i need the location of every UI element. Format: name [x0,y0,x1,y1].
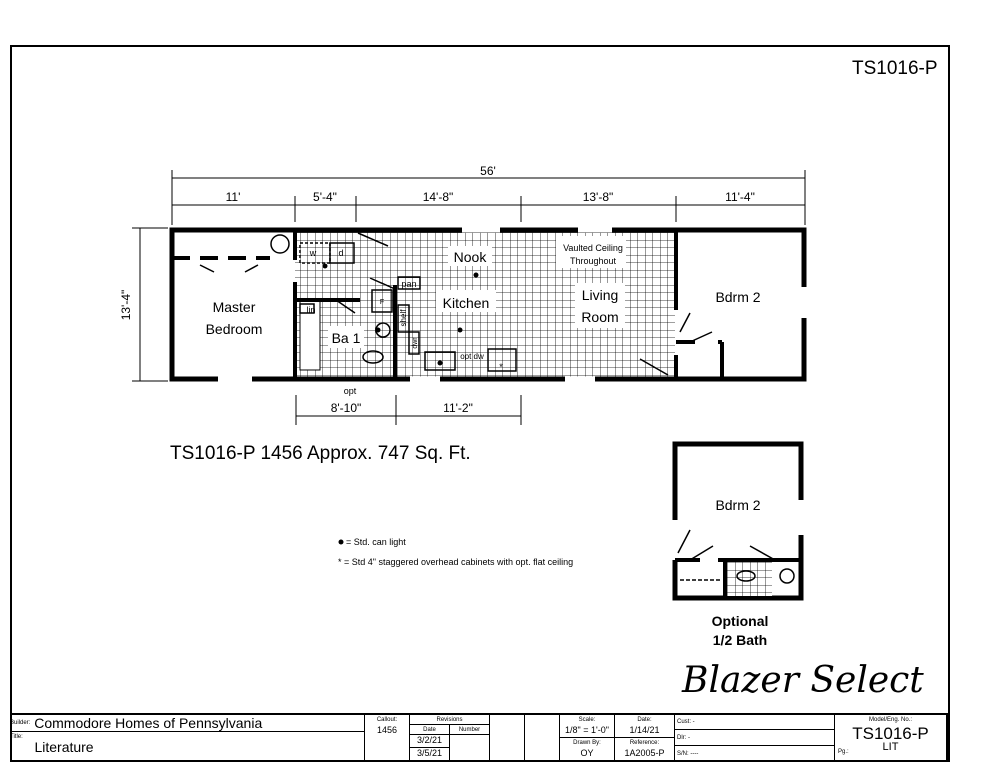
dim-bottom-1: 8'-10" [331,401,362,415]
builder-cell: Builder: Commodore Homes of Pennsylvania [10,715,365,732]
reference-cell: Reference: 1A2005-P [615,738,675,762]
dim-overall: 56' [480,164,496,178]
revisions-label: Revisions [410,715,490,725]
date-cell: Date: 1/14/21 [615,715,675,738]
dim-top-5: 11'-4" [725,190,755,204]
model-label: Model/Eng. No.: [868,717,913,723]
customer-field: Cust: - [675,715,835,730]
opt-window-label: opt [344,386,357,396]
shelf-label: shelf [399,309,408,327]
room-living-line1: Living [582,287,619,303]
model-number: TS1016-P [852,58,938,79]
date-label: Date: [637,717,652,723]
dim-bottom-2: 11'-2" [443,401,473,415]
model-value: TS1016-P [852,724,929,743]
room-master-line2: Bedroom [206,321,263,337]
optional-label: Optional 1/2 Bath [700,612,780,650]
page-value: LIT [882,741,899,753]
legend-can-light-icon [338,539,344,545]
legend-cabinets: * = Std 4" staggered overhead cabinets w… [338,557,574,567]
interior-walls [172,230,724,379]
callout-value: 1456 [376,725,398,735]
washer-label: w [309,248,317,258]
dim-top-2: 5'-4" [313,190,337,204]
pantry-label: pan [401,279,416,289]
drawer-label: dwr [412,337,419,349]
optional-half-bath-plan [672,441,804,601]
scale-value: 1/8" = 1'-0" [565,725,609,735]
builder-label: Builder: [10,720,31,726]
model-cell: Model/Eng. No.: TS1016-P Pg.: LIT [835,715,948,762]
rev-number-label: Number [450,725,490,735]
cabinet-star: * [499,362,503,372]
vaulted-line1: Vaulted Ceiling [563,243,623,253]
dim-left: 13'-4" [119,290,133,321]
drawn-cell: Drawn By: OY [560,738,615,762]
plan-title: TS1016-P 1456 Approx. 747 Sq. Ft. [170,443,471,464]
vaulted-line2: Throughout [570,256,617,266]
reference-label: Reference: [629,740,660,746]
dim-top-3: 14'-8" [423,190,454,204]
linen-label: lin [306,305,315,315]
room-kitchen: Kitchen [443,295,490,311]
dishwasher-label: opt dw [460,352,484,361]
dimension-lines [132,170,806,425]
builder-value: Commodore Homes of Pennsylvania [34,715,263,731]
serial-number-field: S/N: ---- [675,746,835,762]
dim-top-4: 13'-8" [583,190,614,204]
rev-date-label: Date [410,725,450,735]
room-bdrm2: Bdrm 2 [715,289,760,305]
optional-line2: 1/2 Bath [712,632,768,648]
can-lights [322,263,479,545]
callout-cell: Callout: 1456 [365,715,410,762]
revision-date-1: 3/2/21 [410,735,450,748]
room-living-line2: Room [581,309,618,325]
dim-top-1: 11' [226,190,241,204]
legend-can-light: = Std. can light [346,537,406,547]
optional-line1: Optional [711,613,769,629]
room-master-line1: Master [213,299,256,315]
title-cell: Title: Literature [10,732,365,762]
title-block: Builder: Commodore Homes of Pennsylvania… [10,713,948,762]
dryer-label: d [338,248,343,258]
title-label: Title: [10,734,23,740]
room-nook: Nook [454,249,488,265]
scale-label: Scale: [578,717,596,723]
series-name: Blazer Select [682,660,924,701]
drawn-label: Drawn By: [573,740,601,746]
date-value: 1/14/21 [629,725,660,735]
title-value: Literature [34,739,94,755]
room-bath: Ba 1 [332,330,361,346]
revision-date-2: 3/5/21 [410,748,450,762]
page-label: Pg.: [838,749,849,755]
reference-value: 1A2005-P [624,748,665,758]
room-bdrm2-optional: Bdrm 2 [715,497,760,513]
drawn-value: OY [580,748,594,758]
scale-cell: Scale: 1/8" = 1'-0" [560,715,615,738]
callout-label: Callout: [376,717,398,723]
dealer-field: Dlr: - [675,730,835,746]
furnace-label: F [380,299,384,306]
